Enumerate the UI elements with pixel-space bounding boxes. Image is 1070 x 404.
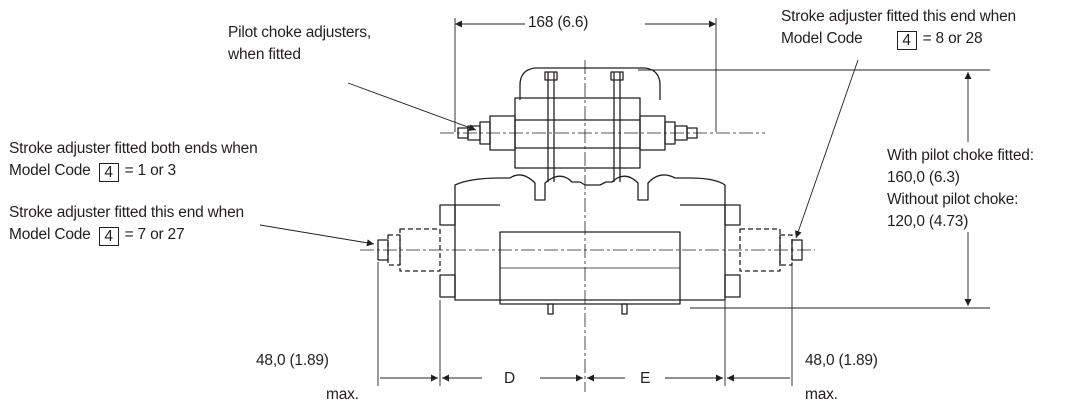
height-without-pilot-label: Without pilot choke: (887, 191, 1019, 208)
pilot-choke-label-line2: when fitted (228, 46, 301, 63)
height-with-pilot-value: 160,0 (6.3) (887, 169, 960, 186)
dimension-e: E (640, 370, 651, 387)
height-with-pilot-label: With pilot choke fitted: (887, 147, 1034, 164)
model-code-value: = 7 or 27 (124, 226, 185, 243)
right-offset-dimension: 48,0 (1.89) (805, 352, 878, 369)
height-without-pilot-value: 120,0 (4.73) (887, 213, 969, 230)
left-offset-max: max. (326, 386, 359, 403)
top-width-dimension: 168 (6.6) (528, 14, 589, 31)
left-offset-dimension: 48,0 (1.89) (256, 352, 329, 369)
model-code-box: 4 (98, 227, 119, 246)
stroke-both-label-line1: Stroke adjuster fitted both ends when (9, 140, 258, 157)
stroke-left-label-line1: Stroke adjuster fitted this end when (9, 204, 244, 221)
model-code-text: Model Code (781, 30, 863, 47)
pilot-choke-label-line1: Pilot choke adjusters, (228, 24, 371, 41)
model-code-text: Model Code (9, 162, 91, 179)
stroke-right-label-line2: Model Code 4 = 8 or 28 (781, 30, 983, 50)
stroke-left-label-line2: Model Code 4 = 7 or 27 (9, 226, 185, 246)
stroke-right-label-line1: Stroke adjuster fitted this end when (781, 8, 1016, 25)
centre-lines (360, 60, 815, 392)
model-code-value: = 8 or 28 (922, 30, 983, 47)
stroke-both-label-line2: Model Code 4 = 1 or 3 (9, 162, 176, 182)
model-code-text: Model Code (9, 226, 91, 243)
model-code-box: 4 (98, 163, 119, 182)
pilot-valve (457, 67, 698, 182)
model-code-box: 4 (896, 31, 917, 50)
valve-body (439, 174, 741, 315)
model-code-value: = 1 or 3 (124, 162, 177, 179)
dimension-lines (259, 18, 990, 386)
right-offset-max: max. (805, 386, 838, 403)
dimension-d: D (504, 370, 515, 387)
